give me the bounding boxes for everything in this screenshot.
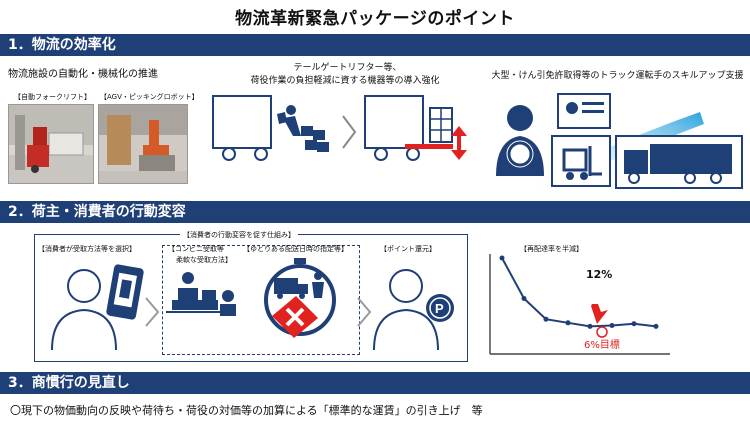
redelivery-chart	[489, 254, 670, 355]
item2-title-line2: 荷役作業の負担軽減に資する機器等の導入強化	[250, 76, 440, 86]
redelivery-series-line	[501, 257, 657, 328]
section-1-heading: 物流の効率化	[31, 37, 116, 53]
step3-label: 【ゆとりある配送日時の指定等】	[243, 245, 348, 253]
agv-robot-image	[99, 105, 187, 183]
mechanism-box-title: 【消費者の行動変容を促す仕組み】	[180, 230, 298, 240]
section-2-number: 2．	[8, 204, 32, 220]
current-rate-label: 12%	[586, 268, 613, 281]
section-2-header: 2．荷主・消費者の行動変容	[0, 201, 750, 223]
mechanism-illustration: P	[51, 258, 454, 351]
target-rate-label: 6%目標	[584, 340, 620, 351]
forklift-photo	[8, 104, 94, 184]
redelivery-point-3	[565, 320, 571, 326]
section-3-heading: 商慣行の見直し	[31, 375, 130, 391]
tailgate-lifter-illustration	[212, 95, 467, 161]
item2-title-line1: テールゲートリフター等、	[293, 63, 402, 73]
redelivery-point-4	[587, 323, 593, 329]
practices-text: 〇現下の物価動向の反映や荷待ち・荷役の対価等の加算による「標準的な運賃」の引き上…	[10, 404, 483, 417]
redelivery-point-6	[631, 321, 637, 327]
step4-label: 【ポイント還元】	[380, 245, 436, 253]
target-marker	[596, 326, 608, 338]
agv-robot-photo	[98, 104, 188, 184]
photo1-caption: 【自動フォークリフト】	[14, 93, 91, 101]
decline-arrow	[591, 304, 608, 324]
section-2-heading: 荷主・消費者の行動変容	[31, 204, 186, 220]
redelivery-point-2	[543, 316, 549, 322]
section-3-header: 3．商慣行の見直し	[0, 372, 750, 394]
section-1-header: 1．物流の効率化	[0, 34, 750, 56]
redelivery-point-0	[499, 255, 505, 261]
section-1-number: 1．	[8, 37, 32, 53]
chart-title: 【再配達率を半減】	[520, 245, 583, 253]
step2-label-line2: 柔軟な受取方法】	[176, 256, 232, 264]
redelivery-point-1	[521, 296, 527, 301]
redelivery-point-5	[609, 323, 615, 328]
forklift-photo-image	[9, 105, 93, 183]
step2-label-line1: 【コンビニ受取等	[168, 245, 224, 253]
page-title: 物流革新緊急パッケージのポイント	[235, 9, 515, 29]
driver-skillup-illustration	[496, 93, 743, 192]
photo2-caption: 【AGV・ピッキングロボット】	[100, 93, 199, 101]
svg-text:P: P	[435, 301, 444, 316]
section-3-number: 3．	[8, 375, 32, 391]
item1-title: 物流施設の自動化・機械化の推進	[8, 69, 158, 80]
step1-label: 【消費者が受取方法等を選択】	[38, 245, 136, 253]
item3-title: 大型・けん引免許取得等のトラック運転手のスキルアップ支援	[491, 71, 744, 81]
redelivery-point-7	[653, 323, 659, 329]
